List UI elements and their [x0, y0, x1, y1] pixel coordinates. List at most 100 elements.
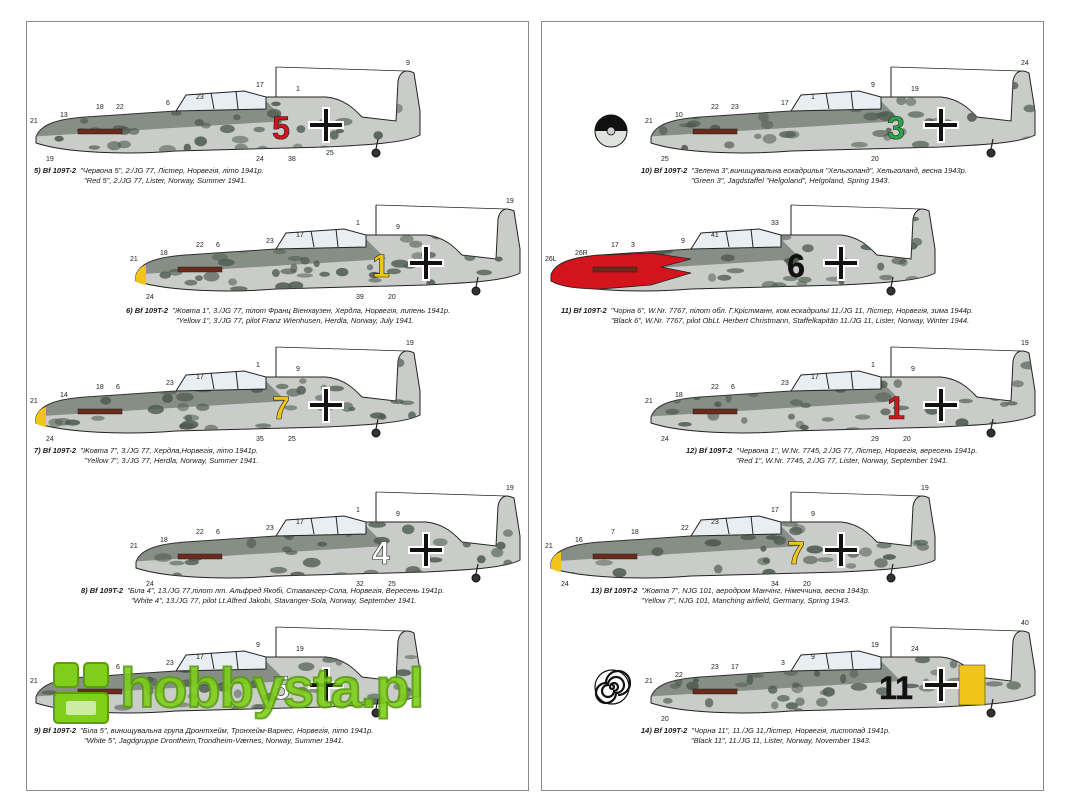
callout-number: 24 [661, 436, 669, 443]
callout-number: 21 [645, 678, 653, 685]
callout-number: 20 [661, 716, 669, 723]
callout-number: 19 [406, 340, 414, 347]
callout-number: 18 [160, 250, 168, 257]
aircraft-caption: 6) Bf 109T-2"Жовта 1", 3./JG 77, пілот Ф… [126, 306, 450, 326]
callout-number: 17 [296, 519, 304, 526]
callout-number: 9 [396, 511, 400, 518]
callout-number: 33 [771, 220, 779, 227]
caption-number: 11) Bf 109T-2 [561, 306, 607, 315]
fuselage-number: 5 [272, 110, 290, 146]
callout-number: 18 [675, 392, 683, 399]
caption-english: "Yellow 7", NJG 101, Manching airfield, … [641, 596, 851, 605]
callout-number: 9 [911, 366, 915, 373]
callout-number: 6 [731, 384, 735, 391]
caption-number: 14) Bf 109T-2 [641, 726, 688, 735]
callout-number: 10 [675, 112, 683, 119]
callout-number: 17 [256, 82, 264, 89]
aircraft-caption: 8) Bf 109T-2"Біла 4", 13./JG 77,пілот лт… [81, 586, 444, 606]
spiral-spinner-icon [594, 669, 631, 705]
callout-number: 19 [506, 198, 514, 205]
callout-number: 20 [903, 436, 911, 443]
aircraft-caption: 14) Bf 109T-2"Чорна 11", 11./JG 11,Лісте… [641, 726, 890, 746]
fuselage-number: 1 [887, 390, 905, 426]
callout-number: 24 [256, 156, 264, 163]
callout-number: 22 [116, 104, 124, 111]
callout-number: 17 [196, 654, 204, 661]
callout-number: 21 [645, 398, 653, 405]
callout-number: 23 [781, 380, 789, 387]
callout-number: 23 [166, 380, 174, 387]
balkenkreuz-icon [408, 245, 444, 281]
callout-number: 24 [1021, 60, 1029, 67]
caption-english: "Yellow 7", 3./JG 77, Herdla, Norway, Su… [84, 456, 259, 465]
callout-number: 24 [146, 294, 154, 301]
callout-number: 26L [545, 256, 557, 263]
caption-ukrainian: "Чорна 11", 11./JG 11,Лістер, Норвегія, … [691, 726, 891, 735]
aircraft-caption: 7) Bf 109T-2"Жовта 7", 3./JG 77, Хердла,… [34, 446, 258, 466]
callout-number: 22 [681, 525, 689, 532]
callout-number: 23 [266, 238, 274, 245]
callout-number: 24 [146, 581, 154, 588]
callout-number: 22 [711, 104, 719, 111]
caption-ukrainian: "Жовта 7", NJG 101, аеродром Манчінг, Ні… [641, 586, 870, 595]
fuselage-number: 7 [272, 390, 290, 426]
balkenkreuz-icon [923, 107, 959, 143]
caption-english: "Black 6", W.Nr. 7767, pilot ObLt. Herbe… [611, 316, 970, 325]
fuselage-number: 1 [372, 248, 390, 284]
hobbysta-logo-icon [53, 662, 109, 724]
callout-number: 6 [216, 242, 220, 249]
fuselage-number: 7 [787, 535, 805, 571]
fuselage-number: 4 [372, 535, 390, 571]
callout-number: 1 [356, 507, 360, 514]
callout-number: 39 [356, 294, 364, 301]
callout-number: 41 [711, 232, 719, 239]
caption-ukrainian: "Червона 5", 2./JG 77, Лістер, Норвегія,… [80, 166, 264, 175]
callout-number: 3 [781, 660, 785, 667]
balkenkreuz-icon [923, 667, 959, 703]
callout-number: 22 [675, 672, 683, 679]
callout-number: 29 [871, 436, 879, 443]
callout-number: 9 [396, 224, 400, 231]
callout-number: 19 [506, 485, 514, 492]
callout-number: 23 [266, 525, 274, 532]
callout-number: 24 [46, 436, 54, 443]
fuselage-number: 11 [879, 670, 913, 706]
aircraft-caption: 5) Bf 109T-2"Червона 5", 2./JG 77, Лісте… [34, 166, 264, 186]
balkenkreuz-icon [923, 387, 959, 423]
caption-ukrainian: "Жовта 1", 3./JG 77, пілот Франц Віенхау… [172, 306, 451, 315]
callout-number: 19 [911, 86, 919, 93]
callout-number: 9 [811, 654, 815, 661]
callout-number: 7 [611, 529, 615, 536]
callout-number: 24 [911, 646, 919, 653]
callout-number: 25 [326, 150, 334, 157]
caption-ukrainian: "Чорна 6", W.Nr. 7767, пілот обл. Г.Кріс… [610, 306, 974, 315]
fuselage-number: 5 [272, 670, 290, 706]
callout-number: 9 [296, 366, 300, 373]
callout-number: 21 [30, 678, 38, 685]
callout-number: 3 [631, 242, 635, 249]
callout-number: 20 [803, 581, 811, 588]
spinner-cowling-top-view-icon [594, 114, 628, 148]
balkenkreuz-icon [308, 387, 344, 423]
callout-number: 23 [711, 519, 719, 526]
callout-number: 21 [30, 118, 38, 125]
callout-number: 20 [871, 156, 879, 163]
aircraft-caption: 10) Bf 109T-2"Зелена 3",винищувальна еск… [641, 166, 967, 186]
callout-number: 25 [288, 436, 296, 443]
callout-number: 17 [781, 100, 789, 107]
caption-ukrainian: "Біла 5", винищувальна група Дронтхейм, … [80, 726, 374, 735]
callout-number: 1 [356, 220, 360, 227]
balkenkreuz-icon [823, 245, 859, 281]
aircraft-caption: 12) Bf 109T-2"Червона 1", W.Nr. 7745, 2.… [686, 446, 977, 466]
